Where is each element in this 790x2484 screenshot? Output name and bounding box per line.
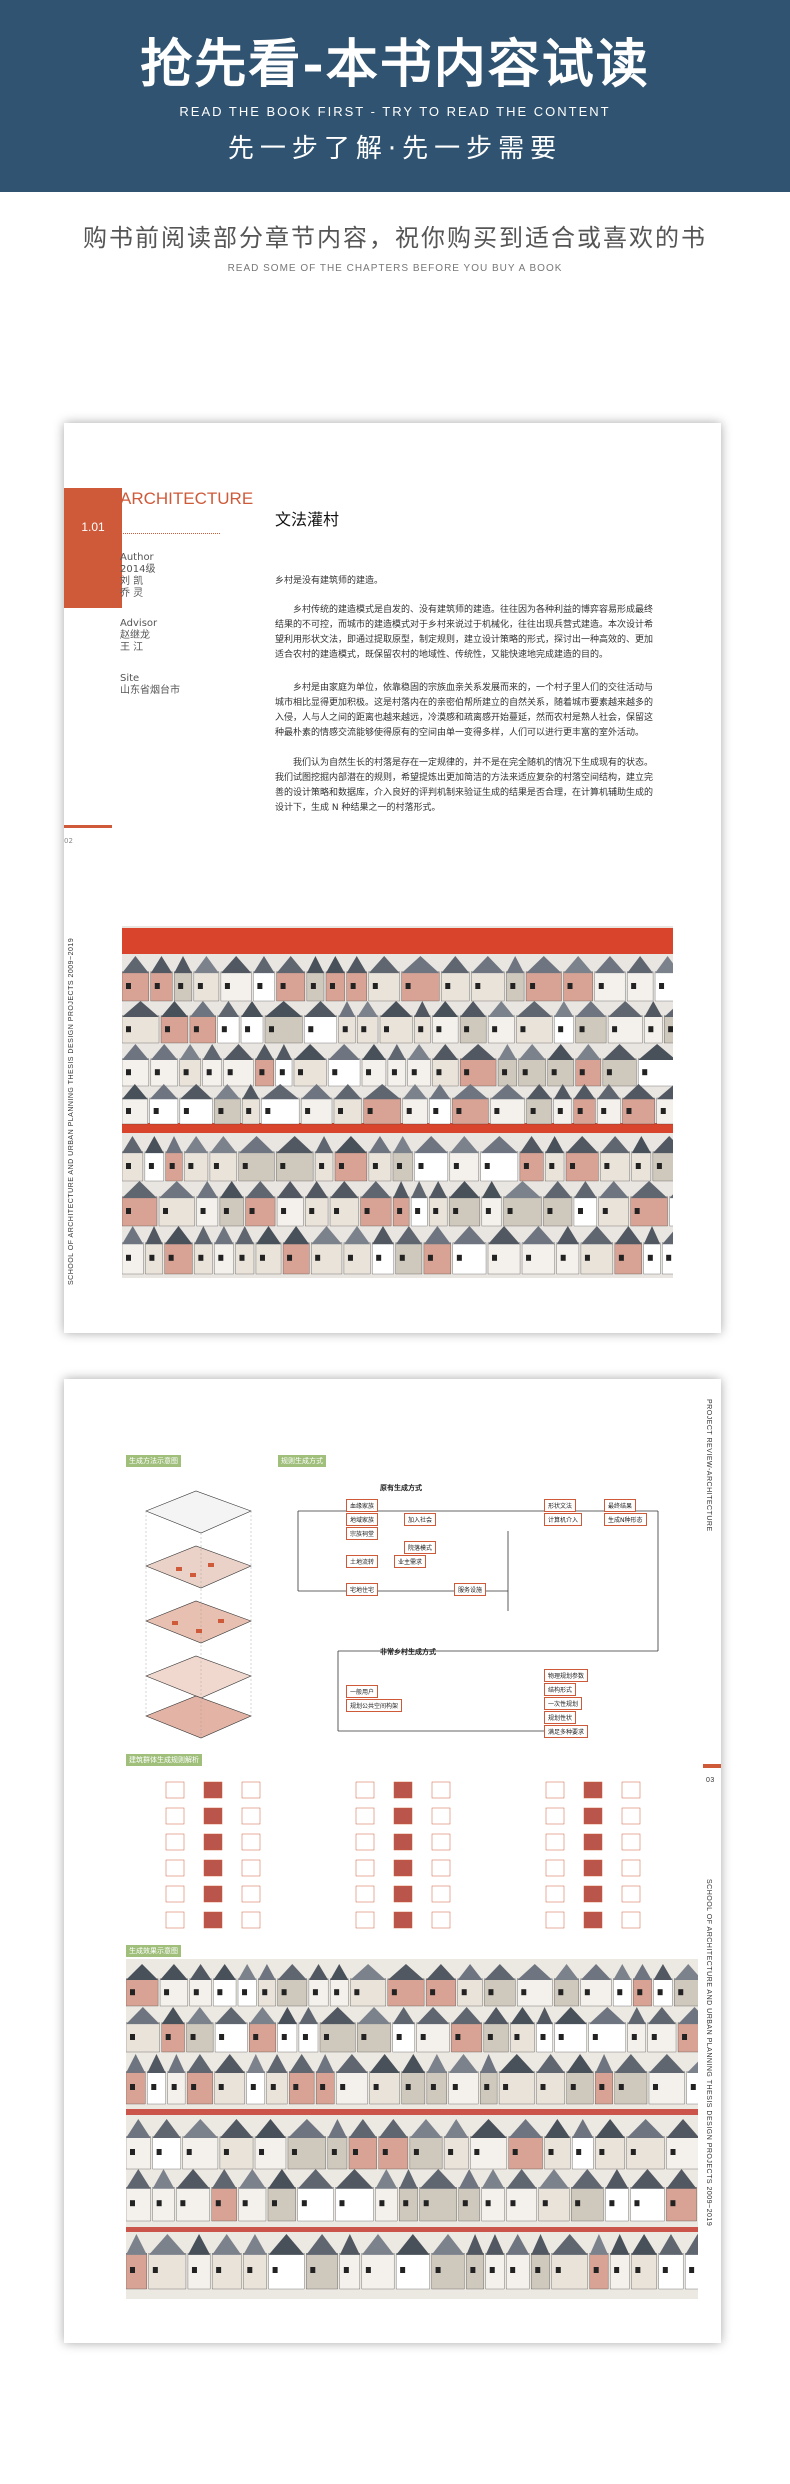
flow-heading: 非常乡村生成方式 (380, 1648, 436, 1656)
flow-box: 土地流转 (346, 1555, 379, 1568)
diagram-tag: 生成效果示意图 (126, 1945, 181, 1957)
chapter-tab: 1.01 (64, 488, 122, 608)
side-caption-top: PROJECT REVIEW-ARCHITECTURE (705, 1399, 712, 1532)
flow-box: 加入社会 (404, 1513, 437, 1526)
book-page-2: PROJECT REVIEW-ARCHITECTURE SCHOOL OF AR… (64, 1379, 721, 2343)
flow-box: 生成N种形态 (604, 1513, 647, 1526)
generation-axonometric (145, 1490, 252, 1739)
flow-box: 规划性状 (544, 1711, 577, 1724)
author-name: 乔 灵 (120, 588, 144, 599)
flow-box: 服务设施 (454, 1583, 487, 1596)
header-banner: 抢先看-本书内容试读 READ THE BOOK FIRST - TRY TO … (0, 0, 790, 192)
author-year: 2014级 (120, 564, 156, 575)
flow-box: 形状文法 (544, 1499, 577, 1512)
flow-box: 宅地住宅 (346, 1583, 379, 1596)
author-name: 刘 凯 (120, 576, 144, 587)
chapter-number: 1.01 (81, 520, 105, 534)
site-label: Site (120, 673, 140, 684)
advisor-name: 王 江 (120, 642, 144, 653)
village-effect-diagram (126, 1959, 698, 2299)
rule-analysis-grid (165, 1781, 641, 1929)
body-paragraph: 乡村是由家庭为单位，依靠稳固的宗族血亲关系发展而来的，一个村子里人们的交往活动与… (275, 683, 654, 738)
advisor-name: 赵继龙 (120, 630, 150, 641)
page-number: 02 (64, 837, 73, 845)
flow-box: 地域家族 (346, 1513, 379, 1526)
flow-box: 业主需求 (394, 1555, 427, 1568)
advisor-label: Advisor (120, 618, 158, 629)
diagram-tag: 规则生成方式 (278, 1455, 326, 1467)
generation-flowchart (297, 1510, 659, 1732)
header-slogan: 先一步了解·先一步需要 (227, 134, 563, 164)
flow-box: 一次性规划 (544, 1697, 583, 1710)
page-number: 03 (706, 1777, 715, 1784)
flow-box: 血缘家族 (346, 1499, 379, 1512)
header-title: 抢先看-本书内容试读 (140, 34, 650, 95)
project-title: 文法灌村 (275, 510, 340, 529)
flow-box: 院落模式 (404, 1541, 437, 1554)
body-paragraph: 乡村是没有建筑师的建造。 (275, 576, 384, 586)
author-label: Author (120, 552, 154, 563)
side-caption-bottom: SCHOOL OF ARCHITECTURE AND URBAN PLANNIN… (705, 1879, 712, 2227)
flow-box: 结构形式 (544, 1683, 577, 1696)
flow-box: 计算机介入 (544, 1513, 583, 1526)
site-value: 山东省烟台市 (120, 685, 180, 696)
flow-box: 物理规划参数 (544, 1669, 589, 1682)
body-paragraph: 我们认为自然生长的村落是存在一定规律的，并不是在完全随机的情况下生成现有的状态。… (275, 758, 654, 813)
flow-heading: 原有生成方式 (380, 1484, 422, 1492)
village-illustration (122, 926, 673, 1278)
page-accent-line (64, 825, 112, 828)
dotted-divider (120, 533, 220, 534)
body-paragraph: 乡村传统的建造模式是自发的、没有建筑师的建造。往往因为各种利益的博弈容易形成最终… (275, 605, 654, 660)
side-caption: SCHOOL OF ARCHITECTURE AND URBAN PLANNIN… (68, 937, 75, 1285)
flow-box: 宗族祠堂 (346, 1527, 379, 1540)
flow-box: 一般用户 (346, 1685, 379, 1698)
book-page-1: 1.01 ARCHITECTURE Author 2014级 刘 凯 乔 灵 A… (64, 423, 721, 1333)
diagram-tag: 建筑群体生成规则解析 (126, 1754, 202, 1766)
diagram-tag: 生成方法示意图 (126, 1455, 181, 1467)
flow-box: 满足多种要求 (544, 1725, 589, 1738)
header-subtitle: READ THE BOOK FIRST - TRY TO READ THE CO… (179, 104, 611, 119)
intro-text-en: READ SOME OF THE CHAPTERS BEFORE YOU BUY… (227, 263, 563, 274)
flow-box: 规划公共空间构架 (346, 1699, 403, 1712)
section-heading: ARCHITECTURE (120, 489, 254, 508)
page-accent-line (703, 1764, 721, 1768)
flow-box: 最终结果 (604, 1499, 637, 1512)
intro-text-cn: 购书前阅读部分章节内容，祝你购买到适合或喜欢的书 (83, 224, 707, 252)
